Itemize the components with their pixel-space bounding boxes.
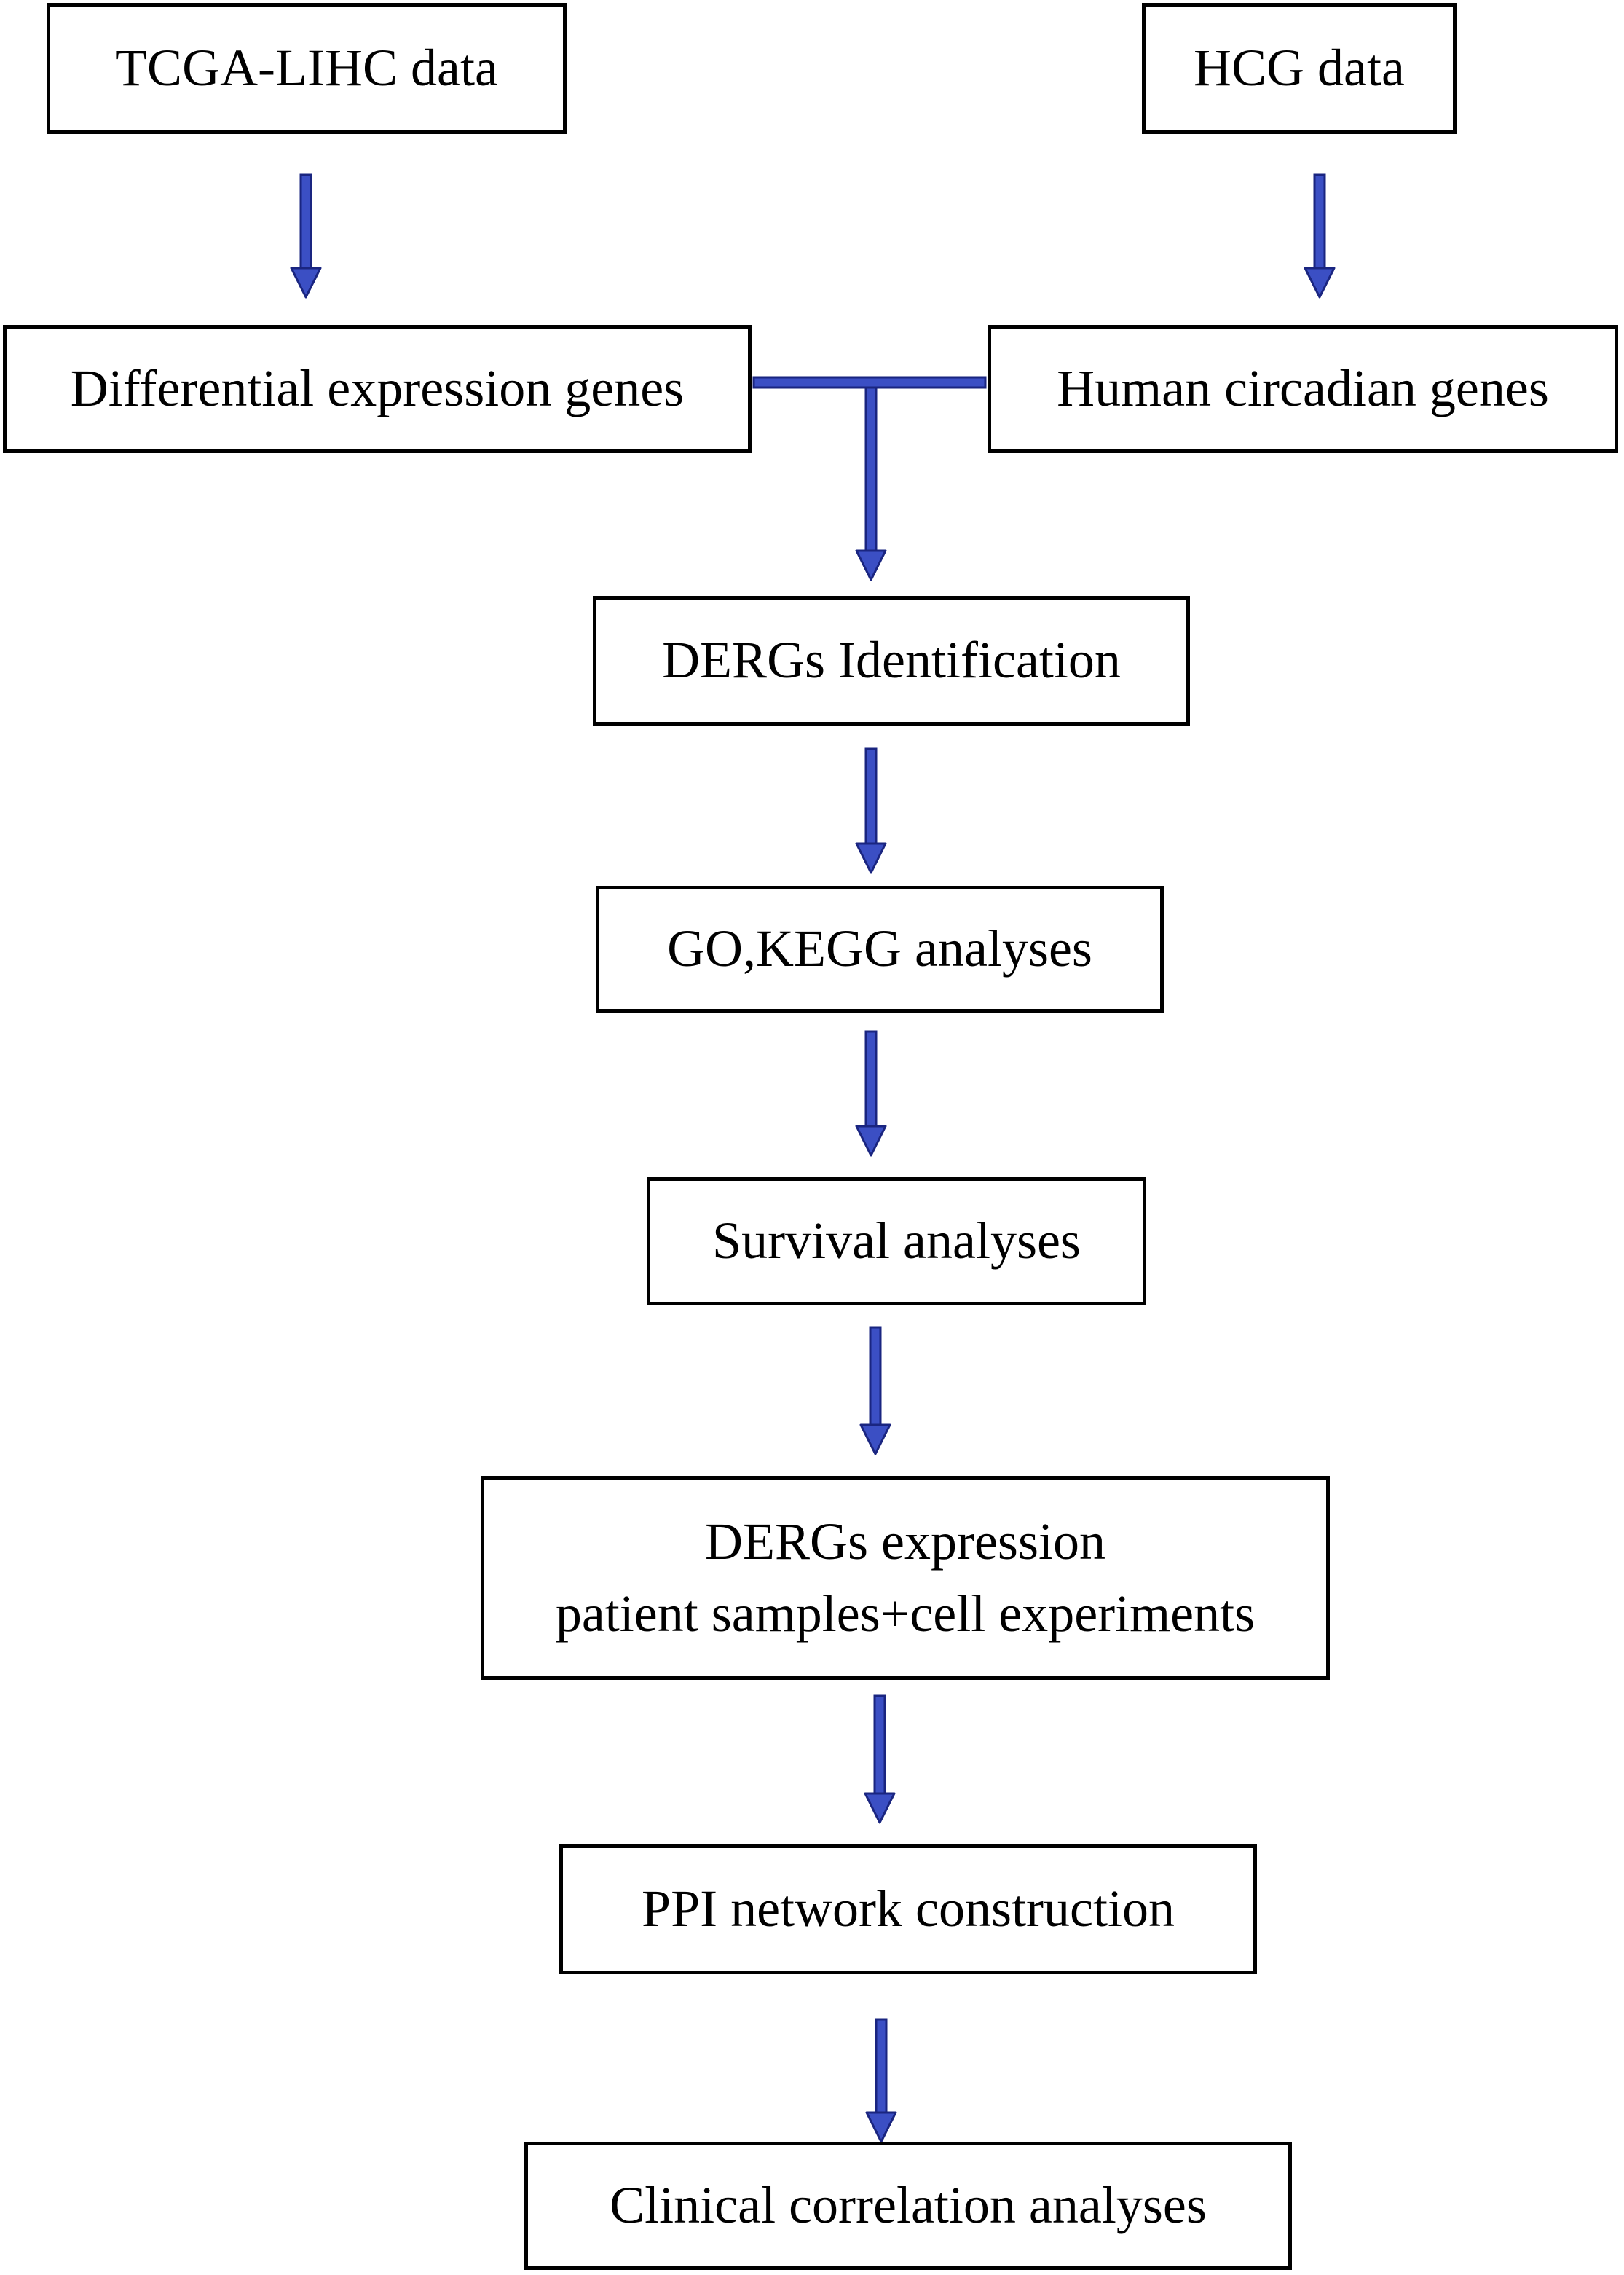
arrow-merge-to-dergs-id: [855, 386, 887, 581]
ppi-network-construction-box: PPI network construction: [559, 1844, 1257, 1974]
differential-expression-genes-label: Differential expression genes: [70, 359, 685, 418]
hcg-data-box: HCG data: [1142, 3, 1457, 134]
arrow-dergs-expr-to-ppi: [864, 1694, 896, 1824]
arrow-go-kegg-to-survival: [855, 1030, 887, 1157]
arrow-survival-to-dergs-expr: [859, 1326, 891, 1455]
survival-analyses-label: Survival analyses: [712, 1211, 1081, 1270]
survival-analyses-box: Survival analyses: [647, 1177, 1146, 1305]
dergs-identification-label: DERGs Identification: [662, 631, 1121, 690]
dergs-expression-subtitle: patient samples+cell experiments: [555, 1584, 1256, 1643]
tcga-lihc-data-box: TCGA-LIHC data: [47, 3, 567, 134]
go-kegg-analyses-label: GO,KEGG analyses: [667, 919, 1092, 978]
clinical-correlation-analyses-label: Clinical correlation analyses: [610, 2176, 1207, 2235]
arrow-hcg-to-hcgenes: [1304, 173, 1336, 299]
human-circadian-genes-box: Human circadian genes: [988, 325, 1618, 453]
dergs-identification-box: DERGs Identification: [593, 596, 1190, 726]
dergs-expression-box: DERGs expression patient samples+cell ex…: [481, 1476, 1330, 1680]
arrow-dergs-id-to-go-kegg: [855, 747, 887, 874]
dergs-expression-title: DERGs expression: [705, 1512, 1105, 1571]
ppi-network-construction-label: PPI network construction: [642, 1879, 1175, 1938]
tcga-lihc-data-label: TCGA-LIHC data: [115, 39, 498, 98]
human-circadian-genes-label: Human circadian genes: [1057, 359, 1549, 418]
hcg-data-label: HCG data: [1194, 39, 1405, 98]
merge-connector: [752, 376, 987, 389]
arrow-ppi-to-clinical: [865, 2018, 897, 2143]
go-kegg-analyses-box: GO,KEGG analyses: [596, 886, 1164, 1013]
clinical-correlation-analyses-box: Clinical correlation analyses: [524, 2142, 1292, 2270]
differential-expression-genes-box: Differential expression genes: [3, 325, 752, 453]
arrows-group: [290, 173, 1336, 2143]
arrow-tcga-to-deg: [290, 173, 322, 299]
